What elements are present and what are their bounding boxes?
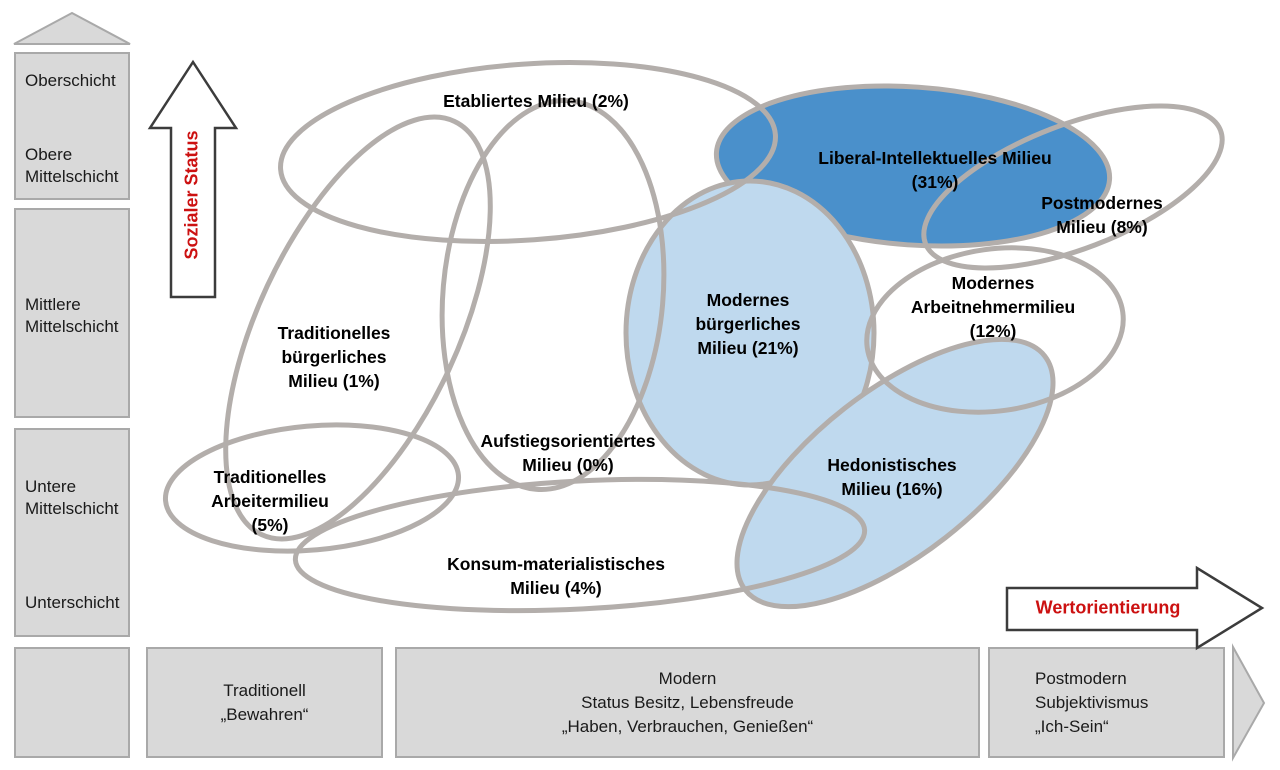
milieu-label-etabliertes: Etabliertes Milieu (2%) bbox=[443, 91, 629, 111]
value-label-traditionell: Traditionell „Bewahren“ bbox=[220, 680, 309, 724]
stratum-label-oberschicht: Oberschicht bbox=[25, 71, 116, 90]
stratum-box-empty bbox=[14, 647, 130, 758]
milieu-label-modernes-buergerliches: Modernes bürgerliches Milieu (21%) bbox=[695, 290, 801, 358]
value-box-modern: Modern Status Besitz, Lebensfreude „Habe… bbox=[395, 647, 980, 758]
stratum-label-obere-mittelschicht: Obere Mittelschicht bbox=[25, 145, 119, 186]
vertical-axis-label: Sozialer Status bbox=[181, 130, 202, 260]
stratum-box-lower: Untere Mittelschicht Unterschicht bbox=[14, 428, 130, 637]
milieu-ellipse-modernes-arbeitnehmer bbox=[864, 245, 1126, 415]
milieu-label-konsum-materialistisches: Konsum-materialistisches Milieu (4%) bbox=[447, 554, 665, 598]
milieu-label-traditionelles-arbeiter: Traditionelles Arbeitermilieu (5%) bbox=[211, 467, 329, 535]
milieu-label-traditionelles-buergerliches: Traditionelles bürgerliches Milieu (1%) bbox=[277, 323, 391, 391]
value-box-traditionell: Traditionell „Bewahren“ bbox=[146, 647, 383, 758]
value-label-modern: Modern Status Besitz, Lebensfreude „Habe… bbox=[561, 668, 814, 736]
milieu-label-liberal-intellektuelles: Liberal-Intellektuelles Milieu (31%) bbox=[818, 148, 1052, 192]
stratum-label-mittlere-mittelschicht: Mittlere Mittelschicht bbox=[25, 295, 119, 336]
stratum-label-unterschicht: Unterschicht bbox=[25, 593, 120, 612]
value-axis-arrowhead-icon bbox=[1232, 643, 1266, 762]
stratum-box-middle: Mittlere Mittelschicht bbox=[14, 208, 130, 418]
milieu-ellipse-aufstiegsorientiertes bbox=[439, 98, 667, 492]
strata-axis-arrowhead-icon bbox=[13, 11, 131, 45]
value-label-postmodern: Postmodern Subjektivismus „Ich-Sein“ bbox=[1035, 668, 1149, 736]
milieu-ellipse-konsum-materialistisches bbox=[292, 476, 868, 614]
stratum-label-untere-mittelschicht: Untere Mittelschicht bbox=[25, 477, 119, 518]
horizontal-axis-label: Wertorientierung bbox=[1035, 597, 1181, 618]
milieu-label-modernes-arbeitnehmer: Modernes Arbeitnehmermilieu (12%) bbox=[910, 273, 1076, 341]
value-box-postmodern: Postmodern Subjektivismus „Ich-Sein“ bbox=[988, 647, 1225, 758]
milieu-label-aufstiegsorientiertes: Aufstiegsorientiertes Milieu (0%) bbox=[480, 431, 656, 475]
milieu-ellipse-traditionelles-arbeiter bbox=[162, 422, 462, 554]
milieu-ellipse-postmodernes bbox=[921, 103, 1225, 271]
social-status-arrow-icon bbox=[147, 59, 239, 299]
milieu-label-hedonistisches: Hedonistisches Milieu (16%) bbox=[827, 455, 957, 499]
milieu-ellipse-etabliertes bbox=[278, 60, 778, 244]
stratum-box-upper: Oberschicht Obere Mittelschicht bbox=[14, 52, 130, 200]
milieu-label-postmodernes: Postmodernes Milieu (8%) bbox=[1041, 193, 1163, 237]
value-orientation-arrow-icon bbox=[1005, 565, 1265, 651]
